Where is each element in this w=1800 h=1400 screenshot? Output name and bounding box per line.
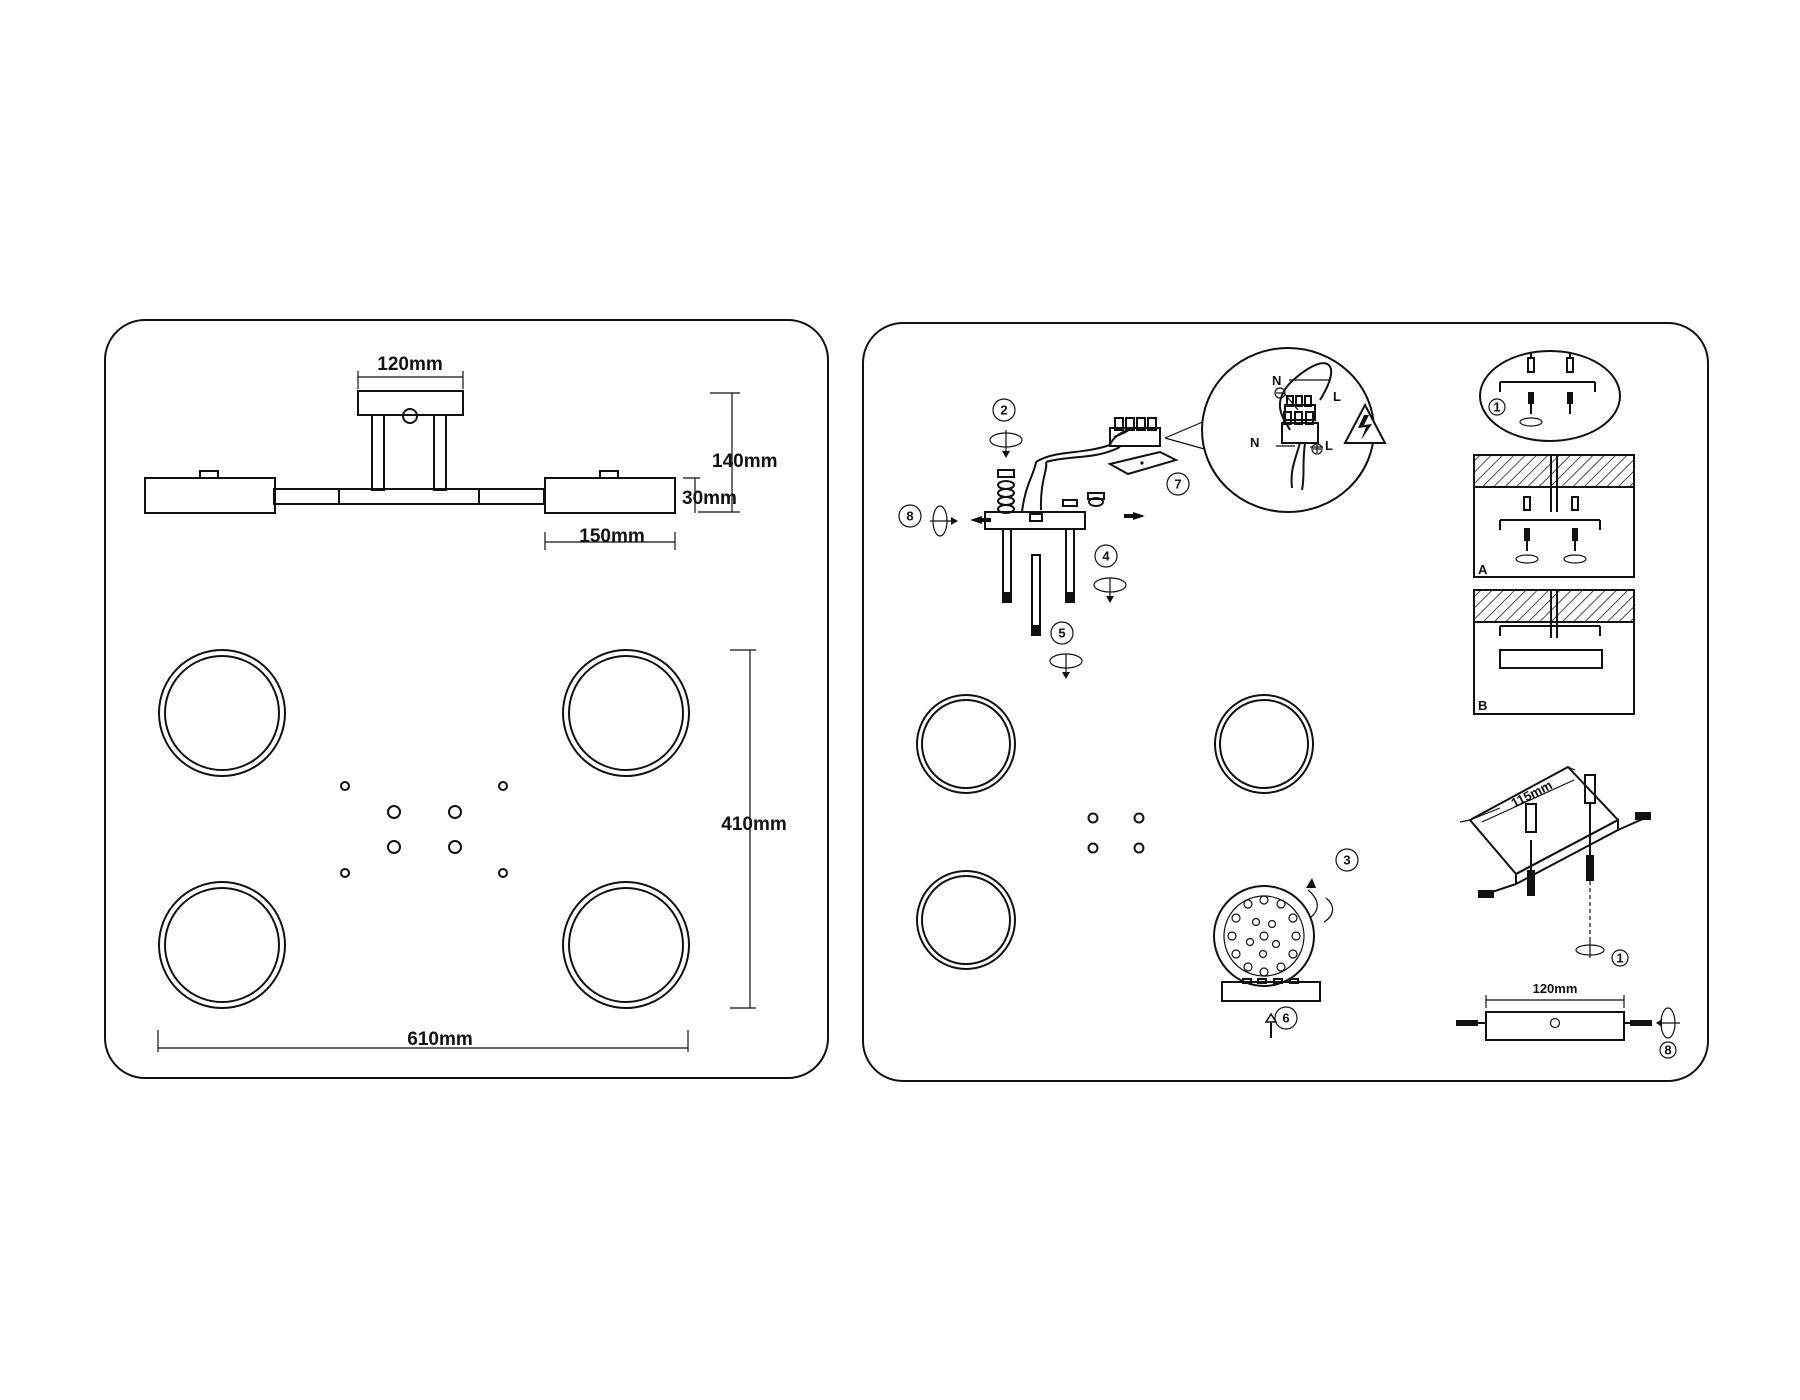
step-7-marker <box>1166 472 1190 496</box>
step-8b-label: 8 <box>1664 1043 1671 1058</box>
step-1b-marker <box>1611 949 1629 967</box>
step-6-marker <box>1274 1006 1298 1030</box>
step-2-marker <box>992 398 1016 422</box>
step-5-marker <box>1050 621 1074 645</box>
ceiling-label-a: A <box>1478 562 1488 577</box>
left-panel-frame <box>104 319 829 1079</box>
wire-n-top: N <box>1272 373 1281 388</box>
wiring-bubble <box>1201 347 1375 513</box>
step-4-label: 4 <box>1102 549 1110 564</box>
right-top-view <box>916 694 1334 987</box>
step-6-label: 6 <box>1282 1011 1289 1026</box>
side-dimension-lines <box>357 371 740 550</box>
step-3-marker <box>1335 848 1359 872</box>
dim-end-width: 150mm <box>579 526 645 547</box>
step-6-plate <box>1221 978 1321 1038</box>
step-1-bubble <box>1479 350 1621 442</box>
mounting-plate <box>1456 995 1680 1041</box>
wiring-detail <box>1164 347 1387 513</box>
step-8-marker <box>898 504 922 528</box>
bracket-assembly <box>1459 765 1651 958</box>
canopy-assembly <box>930 417 1179 679</box>
step-4-marker <box>1094 544 1118 568</box>
step-7-label: 7 <box>1174 477 1181 492</box>
step-8b-marker <box>1659 1041 1677 1059</box>
step-5-label: 5 <box>1058 626 1065 641</box>
ceiling-detail-a <box>1473 454 1635 578</box>
dim-base-width: 120mm <box>377 354 443 375</box>
dim-overall-width: 610mm <box>407 1029 473 1050</box>
dim-height-total: 140mm <box>712 451 778 472</box>
right-panel-frame <box>862 322 1709 1082</box>
plate-width-label: 120mm <box>1533 981 1578 996</box>
ring-top-left <box>158 649 286 777</box>
ceiling-label-b: B <box>1478 698 1487 713</box>
wire-l-bottom: L <box>1325 438 1333 453</box>
top-view <box>158 649 690 1009</box>
ring-bottom-right <box>562 881 690 1009</box>
ceiling-detail-b <box>1473 589 1635 715</box>
hazard-warning-icon <box>1343 402 1387 444</box>
wire-n-bottom: N <box>1250 435 1259 450</box>
step-2-label: 2 <box>1000 403 1007 418</box>
step-1b-label: 1 <box>1616 951 1623 966</box>
step-8-label: 8 <box>906 509 913 524</box>
step-3-label: 3 <box>1343 853 1350 868</box>
top-dimension-lines <box>157 649 756 1052</box>
ring-top-right <box>562 649 690 777</box>
side-view <box>144 390 676 514</box>
wire-l-top: L <box>1333 389 1341 404</box>
step-markers: 2 7 8 4 5 3 6 <box>898 398 1359 1030</box>
bracket-spacing-label: 115mm <box>1509 777 1555 810</box>
dim-body-height: 30mm <box>682 488 737 509</box>
step-1-label: 1 <box>1493 400 1500 415</box>
dim-overall-height: 410mm <box>721 814 787 835</box>
ring-bottom-left <box>158 881 286 1009</box>
